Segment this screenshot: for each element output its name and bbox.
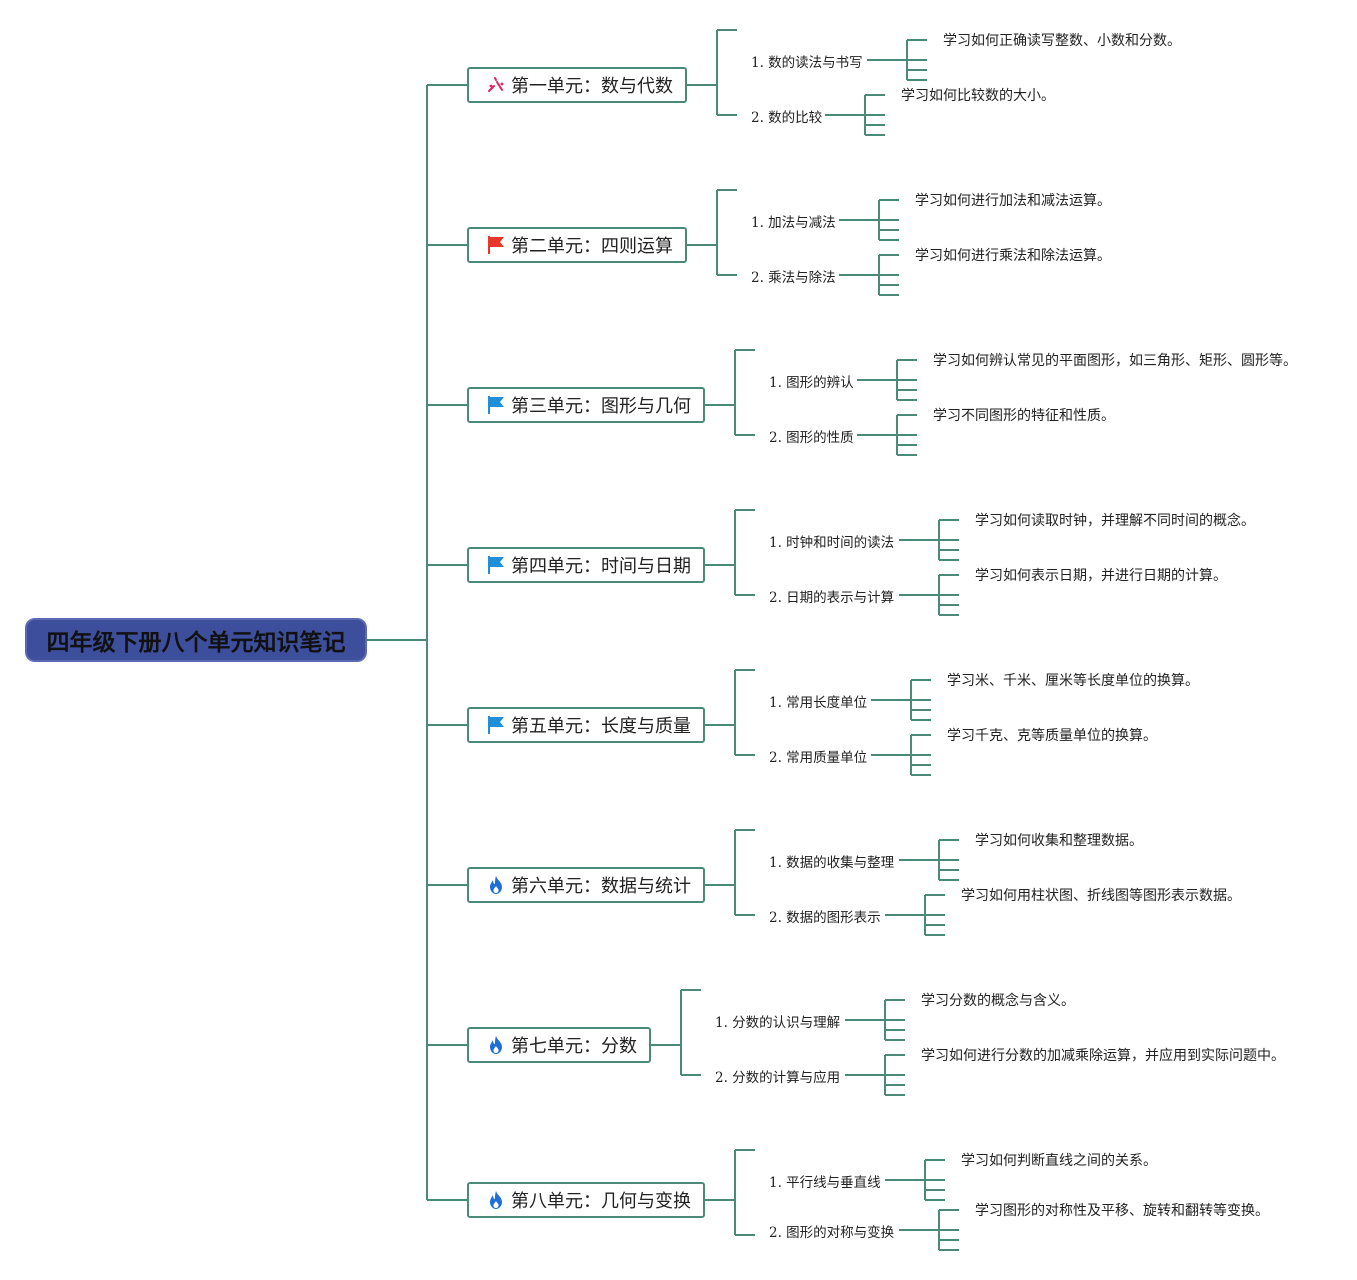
- unit-3-node[interactable]: 第三单元：图形与几何: [467, 387, 705, 423]
- unit-2-subtopic-1[interactable]: 1. 加法与减法: [751, 215, 836, 231]
- unit-1-node[interactable]: 第一单元：数与代数: [467, 67, 687, 103]
- blue-flag-icon: [485, 394, 507, 416]
- red-flag-icon: [485, 234, 507, 256]
- unit-label: 第六单元：数据与统计: [511, 876, 691, 897]
- unit-3-description-1[interactable]: 学习如何辨认常见的平面图形，如三角形、矩形、圆形等。: [933, 353, 1297, 369]
- unit-1-description-2[interactable]: 学习如何比较数的大小。: [901, 88, 1055, 104]
- unit-3-subtopic-1[interactable]: 1. 图形的辨认: [769, 375, 854, 391]
- unit-2-node[interactable]: 第二单元：四则运算: [467, 227, 687, 263]
- unit-7-node[interactable]: 第七单元：分数: [467, 1027, 651, 1063]
- unit-2-subtopic-2[interactable]: 2. 乘法与除法: [751, 270, 836, 286]
- unit-7-subtopic-2[interactable]: 2. 分数的计算与应用: [715, 1070, 841, 1086]
- unit-3-subtopic-2[interactable]: 2. 图形的性质: [769, 430, 854, 446]
- unit-6-node[interactable]: 第六单元：数据与统计: [467, 867, 705, 903]
- unit-label: 第七单元：分数: [511, 1036, 637, 1057]
- unit-5-subtopic-2[interactable]: 2. 常用质量单位: [769, 750, 868, 766]
- sparkle-icon: [485, 74, 507, 96]
- fire-icon: [485, 1034, 507, 1056]
- unit-8-node[interactable]: 第八单元：几何与变换: [467, 1182, 705, 1218]
- unit-label: 第五单元：长度与质量: [511, 716, 691, 737]
- unit-label: 第二单元：四则运算: [511, 236, 673, 257]
- unit-1-subtopic-2[interactable]: 2. 数的比较: [751, 110, 823, 126]
- unit-7-subtopic-1[interactable]: 1. 分数的认识与理解: [715, 1015, 841, 1031]
- unit-7-description-1[interactable]: 学习分数的概念与含义。: [921, 993, 1075, 1009]
- root-topic[interactable]: 四年级下册八个单元知识笔记: [25, 618, 367, 662]
- unit-1-description-1[interactable]: 学习如何正确读写整数、小数和分数。: [943, 33, 1181, 49]
- unit-8-description-1[interactable]: 学习如何判断直线之间的关系。: [961, 1153, 1157, 1169]
- unit-4-subtopic-1[interactable]: 1. 时钟和时间的读法: [769, 535, 895, 551]
- unit-3-description-2[interactable]: 学习不同图形的特征和性质。: [933, 408, 1115, 424]
- fire-icon: [485, 874, 507, 896]
- unit-label: 第一单元：数与代数: [511, 76, 673, 97]
- unit-5-node[interactable]: 第五单元：长度与质量: [467, 707, 705, 743]
- unit-6-subtopic-1[interactable]: 1. 数据的收集与整理: [769, 855, 895, 871]
- unit-4-description-1[interactable]: 学习如何读取时钟，并理解不同时间的概念。: [975, 513, 1255, 529]
- unit-5-subtopic-1[interactable]: 1. 常用长度单位: [769, 695, 868, 711]
- unit-6-subtopic-2[interactable]: 2. 数据的图形表示: [769, 910, 881, 926]
- blue-flag-icon: [485, 714, 507, 736]
- fire-icon: [485, 1189, 507, 1211]
- unit-5-description-2[interactable]: 学习千克、克等质量单位的换算。: [947, 728, 1157, 744]
- unit-6-description-2[interactable]: 学习如何用柱状图、折线图等图形表示数据。: [961, 888, 1241, 904]
- unit-2-description-1[interactable]: 学习如何进行加法和减法运算。: [915, 193, 1111, 209]
- unit-8-subtopic-2[interactable]: 2. 图形的对称与变换: [769, 1225, 895, 1241]
- unit-label: 第三单元：图形与几何: [511, 396, 691, 417]
- unit-8-subtopic-1[interactable]: 1. 平行线与垂直线: [769, 1175, 881, 1191]
- blue-flag-icon: [485, 554, 507, 576]
- unit-4-subtopic-2[interactable]: 2. 日期的表示与计算: [769, 590, 895, 606]
- unit-8-description-2[interactable]: 学习图形的对称性及平移、旋转和翻转等变换。: [975, 1203, 1269, 1219]
- unit-5-description-1[interactable]: 学习米、千米、厘米等长度单位的换算。: [947, 673, 1199, 689]
- unit-7-description-2[interactable]: 学习如何进行分数的加减乘除运算，并应用到实际问题中。: [921, 1048, 1285, 1064]
- unit-6-description-1[interactable]: 学习如何收集和整理数据。: [975, 833, 1143, 849]
- unit-label: 第八单元：几何与变换: [511, 1191, 691, 1212]
- unit-2-description-2[interactable]: 学习如何进行乘法和除法运算。: [915, 248, 1111, 264]
- unit-1-subtopic-1[interactable]: 1. 数的读法与书写: [751, 55, 863, 71]
- unit-label: 第四单元：时间与日期: [511, 556, 691, 577]
- unit-4-description-2[interactable]: 学习如何表示日期，并进行日期的计算。: [975, 568, 1227, 584]
- unit-4-node[interactable]: 第四单元：时间与日期: [467, 547, 705, 583]
